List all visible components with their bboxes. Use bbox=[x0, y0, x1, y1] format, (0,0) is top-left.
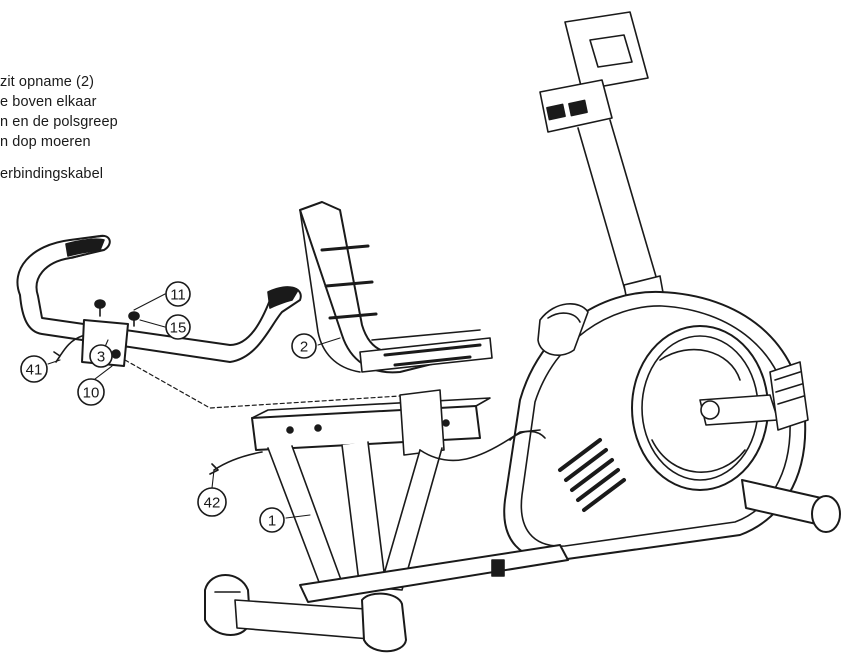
leader-lines bbox=[47, 293, 341, 519]
callout-11: 11 bbox=[165, 281, 191, 307]
assembly-guide-line bbox=[124, 359, 401, 409]
callout-15-label: 15 bbox=[170, 320, 187, 337]
sensor-cable bbox=[209, 451, 263, 475]
seat-assembly bbox=[299, 201, 493, 374]
flywheel-housing bbox=[503, 290, 809, 562]
callout-2-label: 2 bbox=[300, 339, 308, 356]
callout-1: 1 bbox=[259, 507, 285, 533]
callout-41: 41 bbox=[20, 355, 48, 383]
handlebar bbox=[16, 234, 302, 367]
instruction-line-3: n en de polsgreep bbox=[0, 114, 118, 130]
console-mast bbox=[577, 119, 665, 307]
console bbox=[539, 11, 649, 133]
callout-41-label: 41 bbox=[26, 362, 43, 379]
callout-10-label: 10 bbox=[83, 385, 100, 402]
callout-2: 2 bbox=[291, 333, 317, 359]
instruction-line-2: e boven elkaar bbox=[0, 94, 97, 110]
instruction-line-6: erbindingskabel bbox=[0, 166, 104, 182]
callout-42-label: 42 bbox=[204, 495, 221, 512]
instruction-line-1: zit opname (2) bbox=[0, 74, 95, 90]
callout-1-label: 1 bbox=[268, 513, 276, 530]
callout-42: 42 bbox=[197, 487, 227, 517]
callout-15: 15 bbox=[165, 314, 191, 340]
instruction-text: zit opname (2) e boven elkaar n en de po… bbox=[0, 72, 180, 184]
callout-3: 3 bbox=[89, 344, 113, 368]
frame bbox=[204, 389, 841, 653]
callout-11-label: 11 bbox=[170, 287, 186, 304]
callout-10: 10 bbox=[77, 378, 105, 406]
instruction-line-4: n dop moeren bbox=[0, 134, 91, 150]
callout-3-label: 3 bbox=[97, 349, 105, 366]
